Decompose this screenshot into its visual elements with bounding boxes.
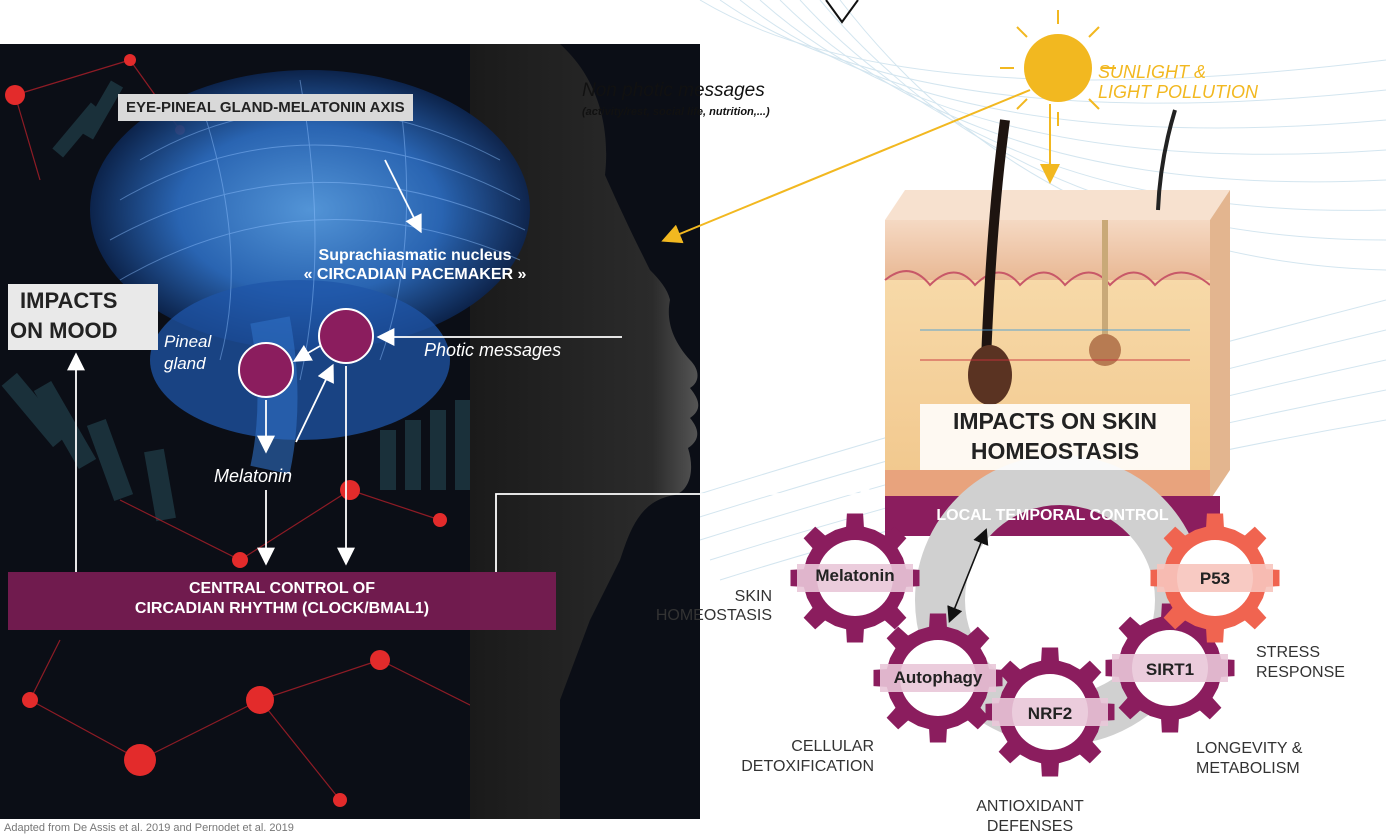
stress-response-line2: RESPONSE bbox=[1256, 664, 1345, 681]
gear-autophagy bbox=[873, 613, 1003, 743]
scn-label-line2: « CIRCADIAN PACEMAKER » bbox=[303, 266, 527, 283]
pineal-label-line1: Pineal bbox=[164, 332, 212, 351]
network-nodes bbox=[5, 54, 506, 807]
non-photic-title: Non photic messages bbox=[582, 80, 765, 101]
gear-band-nrf2 bbox=[992, 698, 1108, 726]
gear-nrf2 bbox=[985, 647, 1115, 777]
skin-homeostasis-line2: HOMEOSTASIS bbox=[655, 607, 772, 624]
cellular-detox-line2: DETOXIFICATION bbox=[741, 758, 874, 775]
pineal-label-line2: gland bbox=[164, 354, 206, 373]
longevity-line2: METABOLISM bbox=[1196, 760, 1300, 777]
sun-rays bbox=[1000, 10, 1116, 126]
stress-response-line1: STRESS bbox=[1256, 644, 1321, 661]
antioxidant-line1: ANTIOXIDANT bbox=[976, 798, 1084, 815]
central-control-line1: CENTRAL CONTROL OF bbox=[188, 580, 376, 597]
impacts-skin-line1: IMPACTS ON SKIN bbox=[952, 408, 1158, 434]
top-triangle-marker bbox=[825, 0, 859, 24]
gear-label-melatonin: Melatonin bbox=[815, 566, 895, 585]
cellular-detox-line1: CELLULAR bbox=[791, 738, 874, 755]
central-control-bar bbox=[8, 572, 556, 630]
sunlight-label-line2: LIGHT POLLUTION bbox=[1098, 82, 1259, 102]
axis-title: EYE-PINEAL GLAND-MELATONIN AXIS bbox=[118, 94, 413, 121]
central-control-line2: CIRCADIAN RHYTHM (CLOCK/BMAL1) bbox=[134, 600, 430, 617]
gear-band-sirt1 bbox=[1112, 654, 1228, 682]
local-temporal-control-label: LOCAL TEMPORAL CONTROL bbox=[936, 507, 1169, 524]
impacts-skin-line2: HOMEOSTASIS bbox=[970, 438, 1140, 464]
melatonin-autophagy-arrow bbox=[947, 528, 989, 623]
gear-band-melatonin bbox=[797, 564, 913, 592]
gear-label-sirt1: SIRT1 bbox=[1145, 660, 1195, 679]
gear-melatonin bbox=[790, 513, 920, 643]
skin-homeostasis-line1: SKIN bbox=[734, 588, 772, 605]
gear-p53 bbox=[1150, 513, 1280, 643]
impacts-mood-line2: ON MOOD bbox=[10, 318, 118, 343]
gear-label-autophagy: Autophagy bbox=[893, 668, 983, 687]
gear-label-nrf2: NRF2 bbox=[1027, 704, 1073, 723]
pineal-gland-node bbox=[238, 342, 294, 398]
gear-sirt1 bbox=[1105, 603, 1235, 733]
scn-label-line1: Suprachiasmatic nucleus bbox=[318, 247, 512, 264]
gear-layer bbox=[790, 513, 1280, 777]
gear-band-autophagy bbox=[880, 664, 996, 692]
brain-mesh bbox=[109, 79, 526, 381]
sunlight-label-line1: SUNLIGHT & bbox=[1098, 62, 1207, 82]
decorative-bars bbox=[1, 80, 471, 522]
melatonin-brain-label: Melatonin bbox=[214, 466, 293, 486]
antioxidant-line2: DEFENSES bbox=[986, 818, 1074, 835]
non-photic-subtitle: (activity/rest, social life, nutrition,.… bbox=[582, 106, 770, 118]
photic-messages-label: Photic messages bbox=[424, 340, 562, 360]
gear-label-p53: P53 bbox=[1199, 569, 1231, 588]
pacemaker-node bbox=[318, 308, 374, 364]
brainstem-illustration bbox=[250, 316, 298, 475]
gear-band-p53 bbox=[1157, 564, 1273, 592]
longevity-line1: LONGEVITY & bbox=[1196, 740, 1303, 757]
impacts-skin-box bbox=[920, 404, 1190, 470]
impacts-on-mood-box bbox=[8, 284, 158, 350]
brain-illustration bbox=[90, 70, 530, 350]
citation-text: Adapted from De Assis et al. 2019 and Pe… bbox=[4, 822, 294, 834]
impacts-mood-line1: IMPACTS bbox=[20, 288, 118, 313]
network-lines bbox=[14, 59, 501, 801]
white-arrows bbox=[67, 159, 879, 572]
sun-icon bbox=[1024, 34, 1092, 102]
sunlight-to-face-arrow bbox=[661, 89, 1031, 244]
